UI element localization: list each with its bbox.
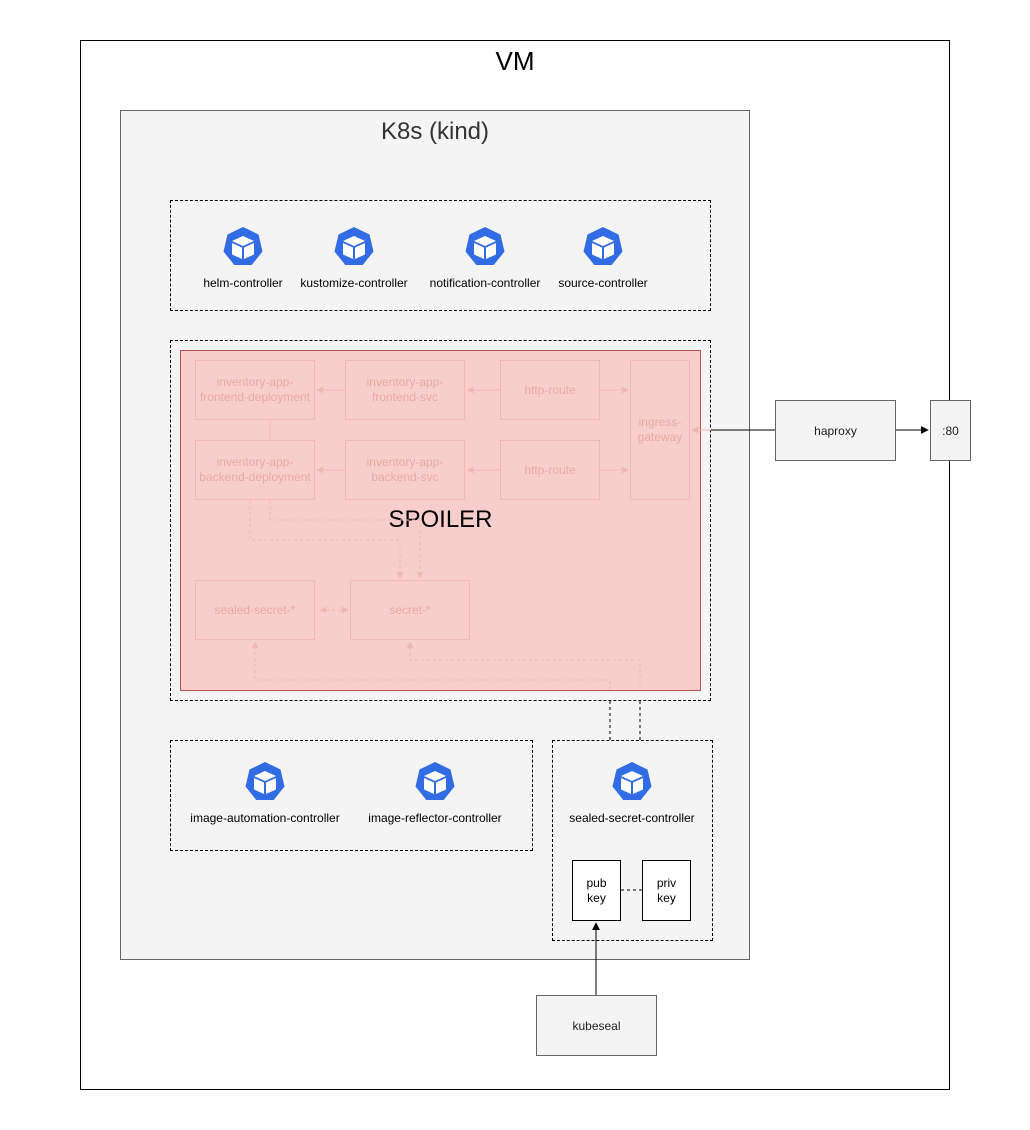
controller-label: notification-controller [429, 276, 541, 290]
kubeseal-box[interactable]: kubeseal [536, 995, 657, 1056]
sealed-secret-controller[interactable]: sealed-secret-controller [557, 761, 707, 825]
k8s-cluster-title: K8s (kind) [380, 118, 490, 145]
vm-title: VM [495, 46, 535, 76]
image-controllers-group [170, 740, 533, 851]
priv-key-box[interactable]: priv key [642, 860, 691, 921]
controller-label: image-reflector-controller [368, 811, 502, 825]
sealed-secret-node: sealed-secret-* [195, 580, 315, 640]
controller-label: helm-controller [203, 276, 283, 290]
helm-controller[interactable]: helm-controller [168, 226, 318, 290]
ghost-connector [406, 641, 641, 690]
controller-label: sealed-secret-controller [569, 811, 695, 825]
app-group [170, 340, 711, 701]
sealed-secrets-group [552, 740, 713, 941]
ghost-connector [249, 500, 404, 579]
haproxy-box[interactable]: haproxy [775, 400, 896, 461]
notification-controller[interactable]: notification-controller [410, 226, 560, 290]
kustomize-controller[interactable]: kustomize-controller [279, 226, 429, 290]
flux-controllers-group [170, 200, 711, 311]
spoiler-overlay[interactable] [180, 350, 701, 691]
backend-svc-node: inventory-app- backend-svc [345, 440, 465, 500]
controller-label: source-controller [558, 276, 648, 290]
controller-label: image-automation-controller [190, 811, 340, 825]
frontend-svc-node: inventory-app- frontend-svc [345, 360, 465, 420]
ghost-connector [251, 641, 611, 690]
frontend-deployment-node: inventory-app- frontend-deployment [195, 360, 315, 420]
image-automation-controller[interactable]: image-automation-controller [190, 761, 340, 825]
pub-key-box[interactable]: pub key [572, 860, 621, 921]
controller-label: kustomize-controller [300, 276, 408, 290]
ghost-connector [269, 500, 424, 579]
ingress-gateway-node: ingress- gateway [630, 360, 690, 500]
secret-node: secret-* [350, 580, 470, 640]
backend-deployment-node: inventory-app- backend-deployment [195, 440, 315, 500]
port-80-box[interactable]: :80 [930, 400, 971, 461]
spoiler-label: SPOILER [388, 506, 493, 533]
image-reflector-controller[interactable]: image-reflector-controller [360, 761, 510, 825]
source-controller[interactable]: source-controller [528, 226, 678, 290]
backend-http-route-node: http-route [500, 440, 600, 500]
frontend-http-route-node: http-route [500, 360, 600, 420]
